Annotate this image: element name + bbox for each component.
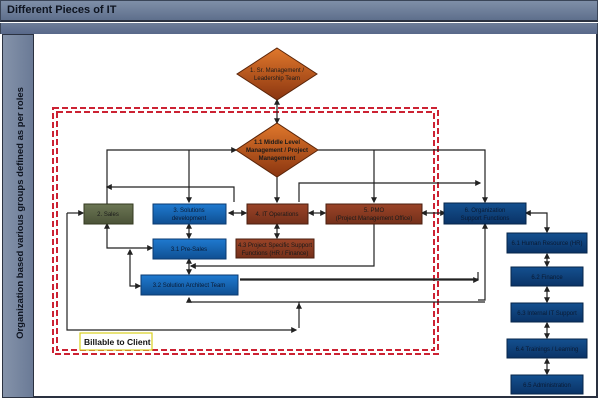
- node-middle-management-label-1: 1.1 Middle Level: [254, 140, 300, 146]
- node-finance-label: 6.2 Finance: [531, 275, 563, 281]
- connector-sa-bottom: [188, 300, 300, 309]
- diagram-frame: [34, 34, 598, 398]
- connector-sa-right: [240, 272, 479, 280]
- side-label-panel: Organization based various groups define…: [2, 34, 34, 398]
- node-solutions-development[interactable]: 3. Solutions development: [152, 203, 227, 225]
- node-it-operations[interactable]: 4. IT Operations: [246, 203, 309, 225]
- node-it-operations-label: 4. IT Operations: [256, 212, 299, 218]
- node-solutions-label-1: 3. Solutions: [173, 208, 204, 214]
- node-pre-sales[interactable]: 3.1 Pre-Sales: [152, 238, 227, 260]
- node-admin-label: 6.5 Administration: [523, 383, 571, 389]
- node-organization-support[interactable]: 6. Organization Support Functions: [443, 202, 527, 225]
- billable-to-client-label-box: Billable to Client: [79, 332, 153, 351]
- node-sr-management-label-1: 1. Sr. Management /: [250, 68, 304, 74]
- node-middle-management[interactable]: 1.1 Middle Level Management / Project Ma…: [235, 122, 319, 178]
- node-project-support-label-2: Functions (HR / Finance): [242, 251, 309, 257]
- connector-pmo-sa: [189, 224, 375, 269]
- node-org-support-label-2: Support Functions: [461, 216, 510, 222]
- billable-to-client-label: Billable to Client: [84, 337, 151, 347]
- node-human-resource[interactable]: 6.1 Human Resource (HR): [506, 232, 588, 254]
- node-internal-it-support[interactable]: 6.3 Internal IT Support: [510, 302, 584, 323]
- node-pmo-label-2: (Project Management Office): [336, 216, 413, 222]
- node-solution-architect-team[interactable]: 3.2 Solution Architect Team: [140, 274, 239, 296]
- connector-mid-org: [318, 149, 488, 204]
- connector-itops-org: [298, 180, 482, 202]
- connector-sales-presales: [104, 222, 154, 251]
- connector-sales-mid: [106, 147, 238, 213]
- node-sales-label: 2. Sales: [97, 212, 119, 218]
- node-sales[interactable]: 2. Sales: [83, 203, 134, 225]
- node-project-support-label-1: 4.3 Project Specific Support: [238, 243, 312, 249]
- node-administration[interactable]: 6.5 Administration: [510, 374, 584, 395]
- node-training-label: 6.4 Trainings / Learning: [516, 347, 579, 353]
- node-sr-management[interactable]: 1. Sr. Management / Leadership Team: [236, 47, 318, 101]
- node-middle-management-label-2: Management / Project: [246, 148, 308, 154]
- connector-itops-sales: [105, 184, 235, 202]
- node-org-support-label-1: 6. Organization: [465, 208, 506, 214]
- node-pmo[interactable]: 5. PMO (Project Management Office): [325, 203, 423, 225]
- connectors: [66, 98, 550, 376]
- node-sr-management-label-2: Leadership Team: [254, 76, 300, 82]
- billable-boundary-outer: [52, 107, 439, 355]
- node-pre-sales-label: 3.1 Pre-Sales: [171, 247, 207, 253]
- node-solution-architect-label: 3.2 Solution Architect Team: [153, 283, 226, 289]
- connector-outer-loop: [66, 213, 298, 333]
- node-middle-management-label-3: Management: [259, 156, 296, 162]
- node-trainings-learning[interactable]: 6.4 Trainings / Learning: [506, 338, 588, 359]
- title-bar: Different Pieces of IT: [0, 0, 598, 22]
- billable-boundary-inner: [56, 111, 435, 351]
- connector-bottom-org: [478, 222, 488, 301]
- node-hr-label: 6.1 Human Resource (HR): [511, 241, 582, 247]
- sub-header-bar: [0, 23, 598, 34]
- page-title: Different Pieces of IT: [7, 4, 117, 16]
- node-solutions-label-2: development: [172, 216, 207, 222]
- connector-org-hr: [524, 210, 550, 234]
- connector-loop-sa: [127, 248, 142, 289]
- node-project-support-functions[interactable]: 4.3 Project Specific Support Functions (…: [235, 238, 315, 259]
- node-pmo-label-1: 5. PMO: [364, 208, 385, 214]
- node-internal-it-label: 6.3 Internal IT Support: [517, 311, 577, 317]
- node-finance[interactable]: 6.2 Finance: [510, 266, 584, 287]
